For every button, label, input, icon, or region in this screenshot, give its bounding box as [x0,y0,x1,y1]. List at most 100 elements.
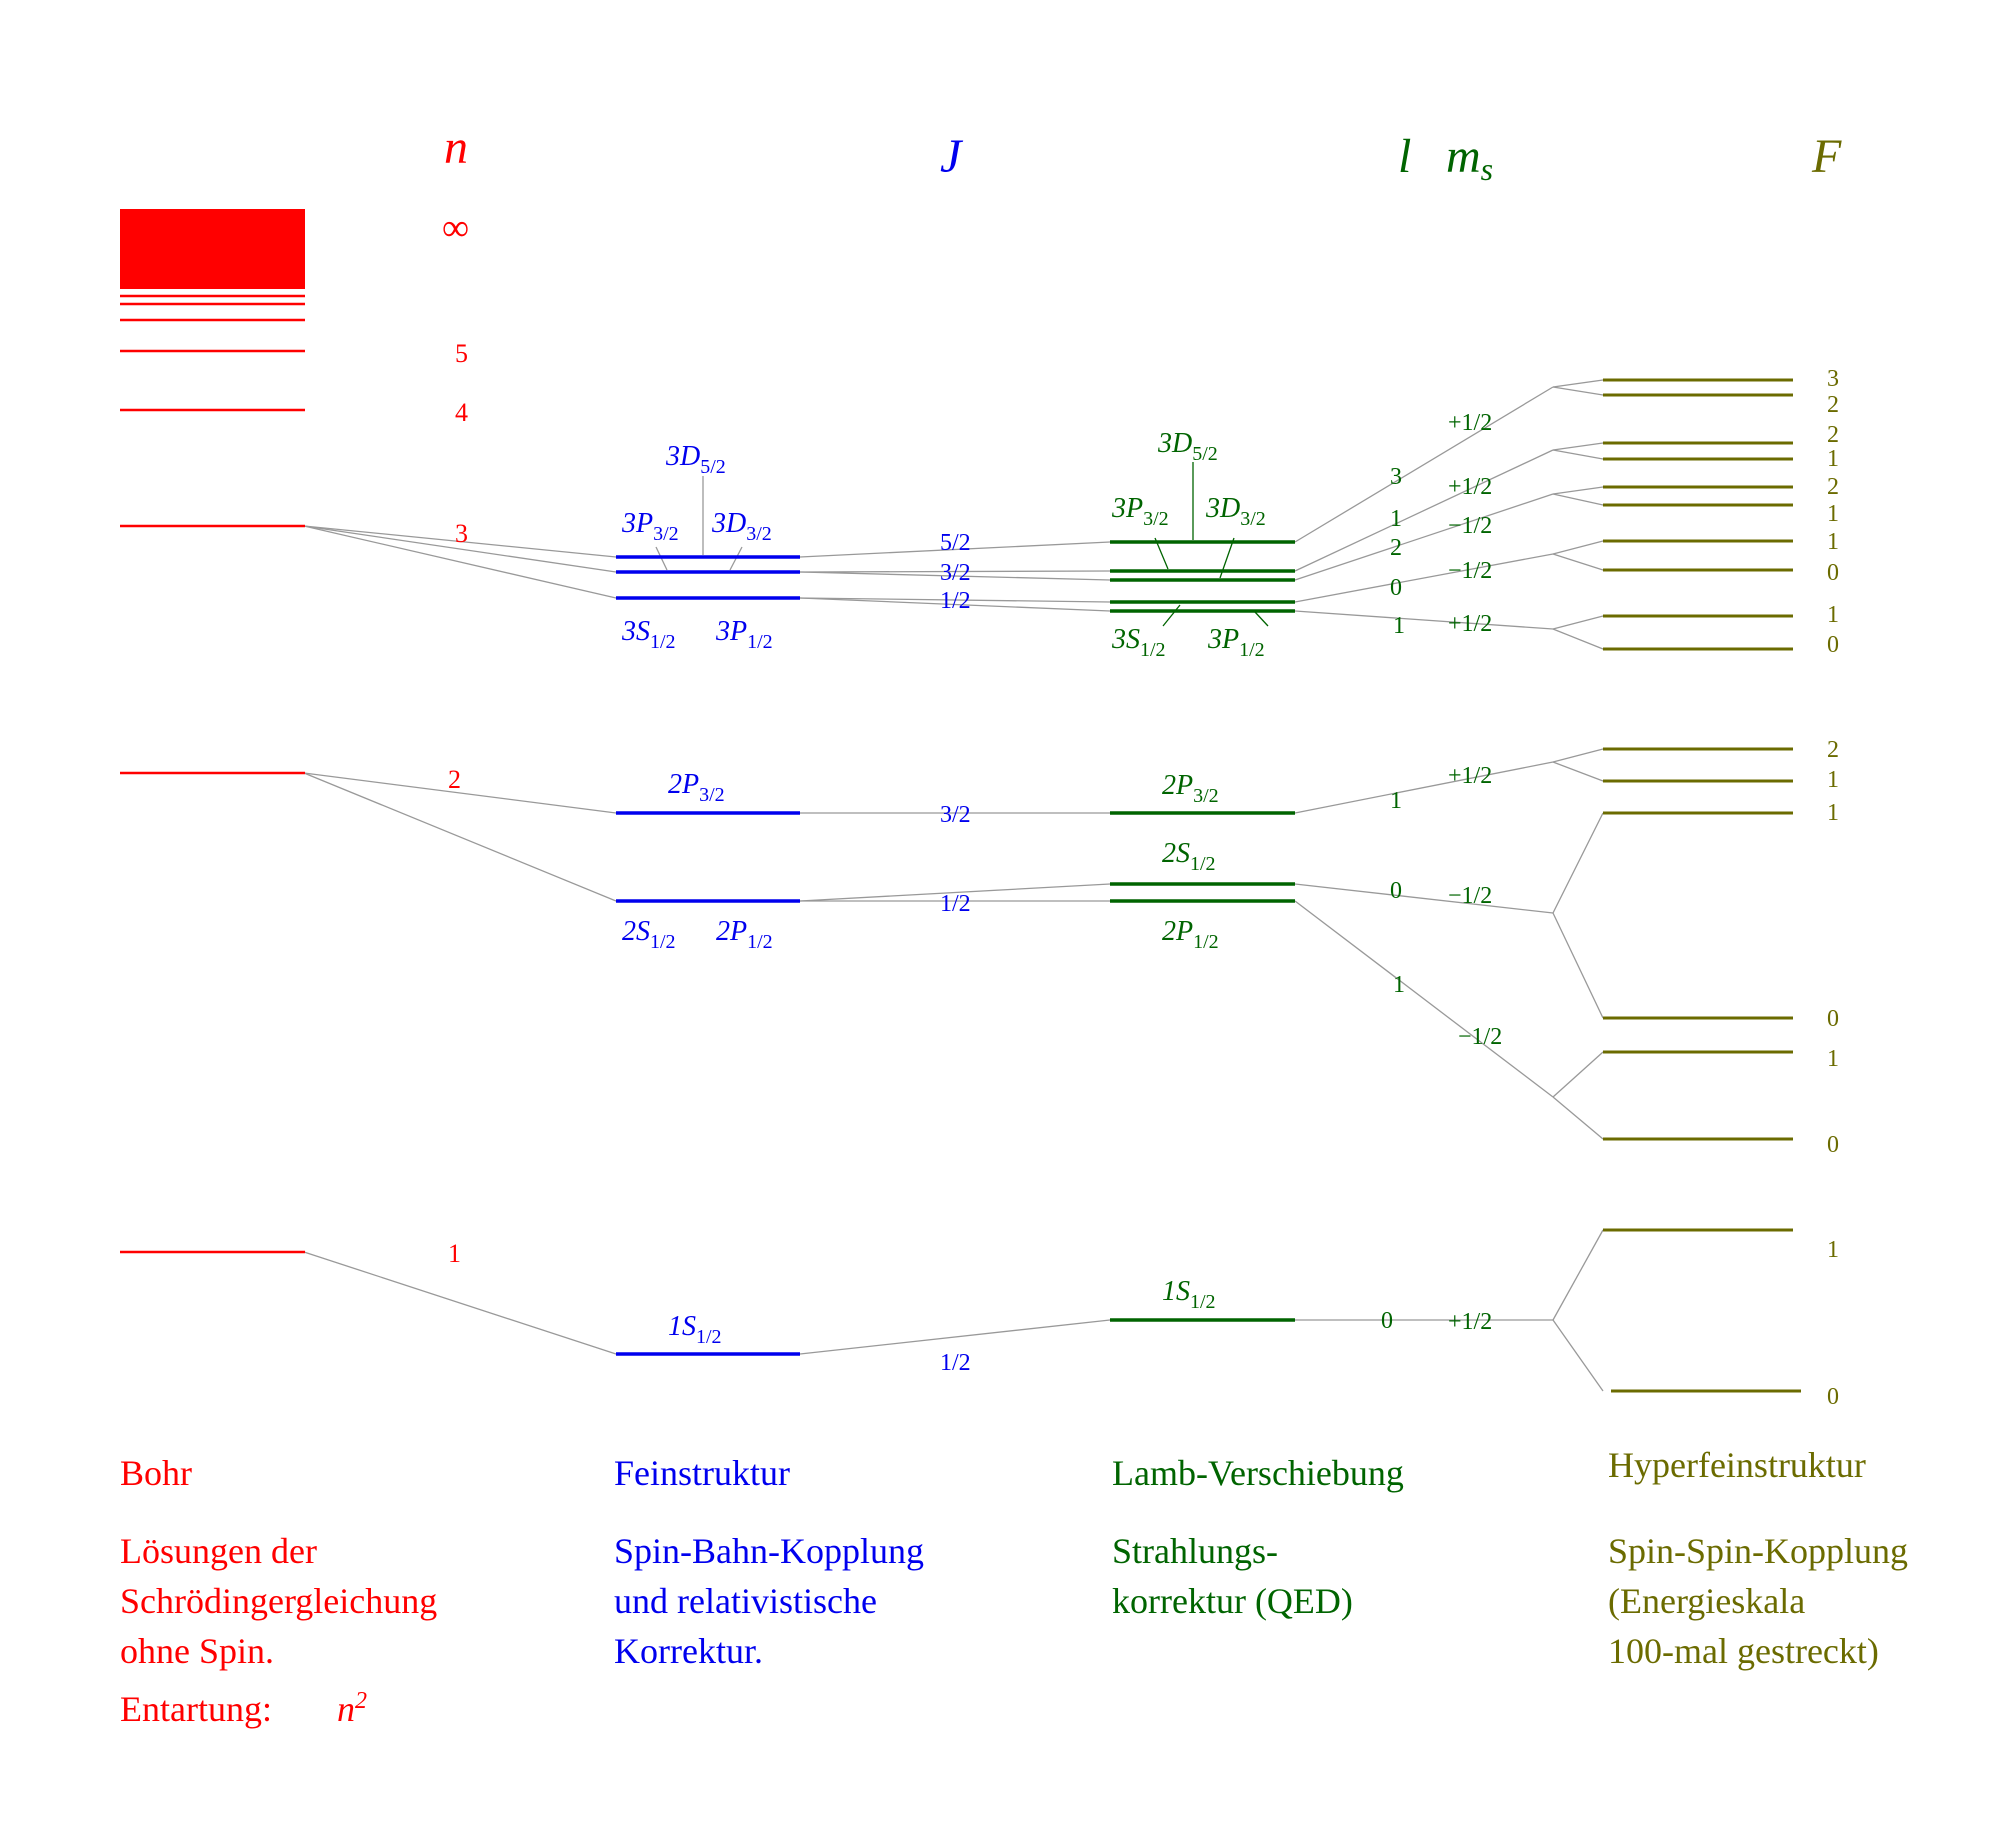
lamb-levels [1110,540,1295,1322]
f-label: 0 [1827,1384,1839,1410]
j-label-2-12: 1/2 [940,891,971,917]
bohr-desc-line: ohne Spin. [120,1631,275,1671]
fine-term-3d32: 3D3/2 [711,508,772,545]
f-label: 1 [1827,1237,1839,1263]
f-label: 1 [1827,602,1839,628]
fine-term-3p12: 3P1/2 [715,616,773,653]
bohr-continuum [120,209,305,289]
bohr-infinity-label: ∞ [442,207,469,249]
lamb-term-2p12: 2P1/2 [1162,916,1219,953]
ms-label: −1/2 [1448,883,1492,909]
l-label: 0 [1390,575,1402,601]
lamb-term-2s12: 2S1/2 [1162,838,1216,875]
lamb-term-labels: 3D5/2 3P3/2 3D3/2 3S1/2 3P1/2 2P3/2 2S1/… [1111,428,1266,1313]
l-value-labels: 3 1 2 0 1 1 0 1 0 [1381,464,1405,1334]
f-label: 1 [1827,1046,1839,1072]
ms-value-labels: +1/2 +1/2 −1/2 −1/2 +1/2 +1/2 −1/2 −1/2 … [1448,410,1502,1335]
bohr-label-1: 1 [448,1239,461,1268]
header-j: J [940,130,964,183]
bohr-label-3: 3 [455,519,468,548]
l-label: 1 [1390,506,1402,532]
f-label: 2 [1827,422,1839,448]
l-label: 0 [1390,878,1402,904]
lamb-term-3d52: 3D5/2 [1157,428,1218,465]
fine-term-2p12: 2P1/2 [716,916,773,953]
lamb-description: Lamb-Verschiebung Strahlungs- korrektur … [1112,1448,1404,1626]
lamb-desc-line: korrektur (QED) [1112,1581,1353,1621]
hfs-f-labels: 3 2 2 1 2 1 1 0 1 0 2 1 1 0 1 0 1 0 [1827,366,1839,1410]
lamb-title: Lamb-Verschiebung [1112,1453,1404,1493]
l-label: 1 [1390,788,1402,814]
fine-title: Feinstruktur [614,1453,790,1493]
l-label: 1 [1393,613,1405,639]
f-label: 1 [1827,501,1839,527]
ms-label: +1/2 [1448,410,1492,436]
ms-label: −1/2 [1448,558,1492,584]
bohr-label-4: 4 [455,398,468,427]
bohr-label-2: 2 [448,765,461,794]
bohr-degeneracy: Entartung: n2 [120,1676,437,1734]
bohr-description: Bohr Lösungen der Schrödingergleichung o… [120,1448,437,1734]
ms-label: +1/2 [1448,611,1492,637]
hfs-desc-line: Spin-Spin-Kopplung [1608,1531,1909,1571]
f-label: 2 [1827,392,1839,418]
hfs-desc-line: 100-mal gestreckt) [1608,1631,1879,1671]
bohr-levels: ∞ 5 4 3 2 1 [120,207,469,1268]
lamb-term-3p12: 3P1/2 [1207,624,1265,661]
fine-desc-line: und relativistische [614,1581,877,1621]
hfs-levels [1603,378,1801,1393]
j-label-3-12: 1/2 [940,588,971,614]
f-label: 1 [1827,767,1839,793]
hfs-description: Hyperfeinstruktur Spin-Spin-Kopplung (En… [1608,1440,1908,1676]
f-label: 0 [1827,560,1839,586]
lamb-term-3p32: 3P3/2 [1111,493,1169,530]
j-label-3-32: 3/2 [940,560,971,586]
fine-term-labels: 3D5/2 3P3/2 3D3/2 3S1/2 3P1/2 2P3/2 2S1/… [621,441,773,1348]
f-label: 1 [1827,800,1839,826]
l-label: 1 [1393,972,1405,998]
connector-lines [303,379,1604,1392]
l-label: 0 [1381,1308,1393,1334]
ms-label: +1/2 [1448,763,1492,789]
fine-term-1s12: 1S1/2 [668,1311,722,1348]
header-l: l [1398,130,1411,183]
fine-term-3s12: 3S1/2 [621,616,676,653]
ms-label: +1/2 [1448,474,1492,500]
fine-j-labels: 5/2 3/2 1/2 3/2 1/2 1/2 [940,530,971,1376]
bohr-label-5: 5 [455,339,468,368]
f-label: 1 [1827,446,1839,472]
header-n: n [444,121,468,174]
bohr-desc-line: Schrödingergleichung [120,1581,438,1621]
lamb-term-3d32: 3D3/2 [1205,493,1266,530]
fine-term-3d52: 3D5/2 [665,441,726,478]
fine-desc-line: Korrektur. [614,1631,763,1671]
f-label: 0 [1827,1132,1839,1158]
l-label: 3 [1390,464,1402,490]
f-label: 3 [1827,366,1839,392]
lamb-term-1s12: 1S1/2 [1162,1276,1216,1313]
fine-levels [616,555,800,1356]
degeneracy-label: Entartung: [120,1689,272,1729]
f-label: 0 [1827,1006,1839,1032]
degeneracy-value: n2 [336,1688,367,1729]
ms-label: −1/2 [1448,513,1492,539]
bohr-desc-line: Lösungen der [120,1531,317,1571]
f-label: 1 [1827,529,1839,555]
header-ms: ms [1446,130,1493,187]
lamb-term-2p32: 2P3/2 [1162,770,1219,807]
fine-term-2s12: 2S1/2 [622,916,676,953]
f-label: 2 [1827,474,1839,500]
f-label: 2 [1827,737,1839,763]
fine-term-3p32: 3P3/2 [621,508,679,545]
lamb-desc-line: Strahlungs- [1112,1531,1278,1571]
ms-label: +1/2 [1448,1309,1492,1335]
header-f: F [1811,130,1842,183]
hfs-title: Hyperfeinstruktur [1608,1445,1866,1485]
j-label-2-32: 3/2 [940,802,971,828]
hfs-desc-line: (Energieskala [1608,1581,1806,1621]
fine-description: Feinstruktur Spin-Bahn-Kopplung und rela… [614,1448,924,1676]
j-label-1-12: 1/2 [940,1350,971,1376]
l-label: 2 [1390,535,1402,561]
fine-term-2p32: 2P3/2 [668,769,725,806]
